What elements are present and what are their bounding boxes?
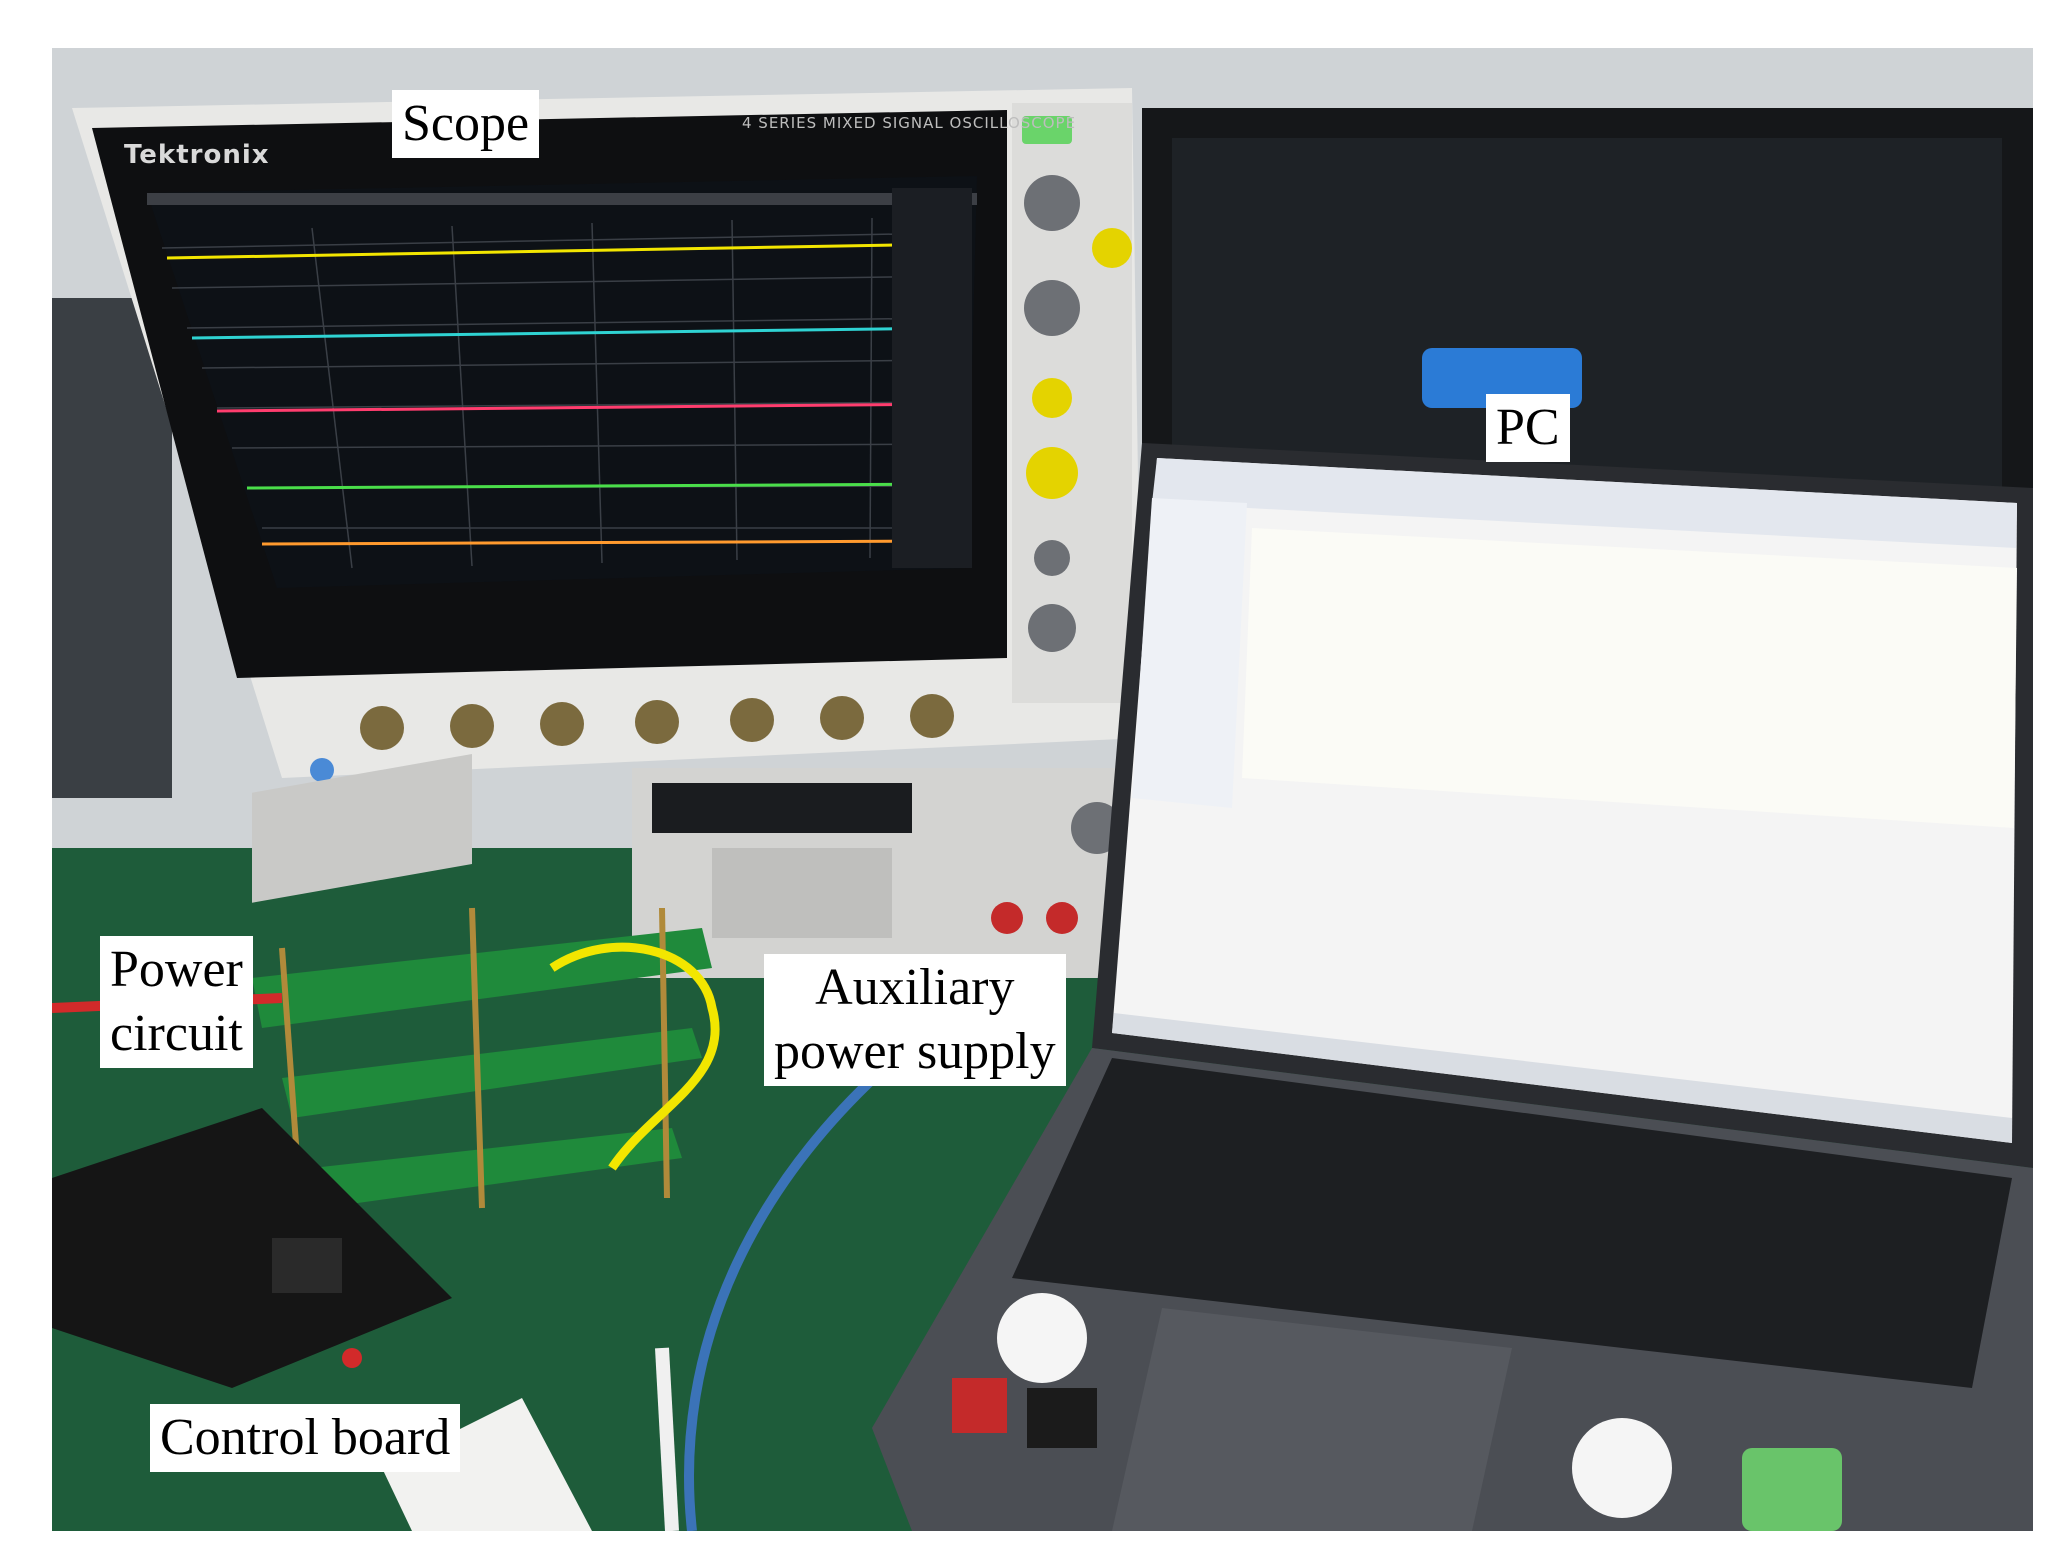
trace-ch2 (191, 326, 953, 340)
scope-screen (147, 176, 977, 588)
knob-1 (1024, 175, 1080, 231)
laptop (872, 443, 2033, 1531)
control-board-unit (52, 1108, 452, 1388)
yellow-cable (549, 942, 720, 1171)
pcb-layer-3 (312, 1128, 682, 1208)
ide-toolbar (1152, 458, 2017, 548)
label-aux-line2: power supply (774, 1023, 1056, 1080)
knob-scale (1026, 447, 1078, 499)
scope-brand-text: Tektronix (124, 140, 270, 170)
ide-file-tree (1132, 498, 1247, 808)
scope-menubar (147, 193, 977, 205)
keyboard (1012, 1058, 2012, 1388)
sticker-amd (952, 1378, 1007, 1433)
paper-note (382, 1398, 592, 1531)
panda-sticker-2 (1572, 1418, 1672, 1518)
label-scope: Scope (392, 90, 540, 158)
label-power-circuit-line2: circuit (110, 1005, 243, 1062)
white-cable (655, 1347, 679, 1531)
scope-power-button (310, 758, 334, 782)
knob-level (1092, 228, 1132, 268)
knob-2 (1024, 280, 1080, 336)
heatsink (252, 753, 472, 903)
panda-sticker-3 (1742, 1448, 1842, 1531)
sticker-rtx (1027, 1388, 1097, 1448)
pcb-layer-2 (282, 1028, 702, 1118)
lab-setup-photo (52, 48, 2033, 1531)
trace-ch4 (246, 482, 953, 490)
oscilloscope (72, 88, 1142, 782)
panda-sticker-1 (997, 1293, 1087, 1383)
trace-ch1 (166, 242, 953, 260)
knob-h-scale (1028, 604, 1076, 652)
knob-position (1032, 378, 1072, 418)
label-pc: PC (1486, 394, 1570, 462)
scope-grid (161, 217, 953, 569)
left-shelf (52, 298, 172, 798)
label-aux-line1: Auxiliary (815, 959, 1015, 1016)
windows-taskbar (1112, 1013, 2012, 1143)
trace-ch5 (261, 539, 953, 546)
knob-h-position (1034, 540, 1070, 576)
scope-side-menu (892, 188, 972, 568)
right-cabinet-inner (1172, 138, 2002, 498)
touchpad (1112, 1308, 1512, 1531)
bnc-inputs (360, 694, 954, 750)
scope-series-text: 4 SERIES MIXED SIGNAL OSCILLOSCOPE (742, 114, 1077, 132)
blue-meter (1422, 348, 1582, 408)
trace-ch3 (216, 402, 953, 413)
ide-code-area (1242, 528, 2017, 828)
run-stop-button (1022, 116, 1072, 144)
auxiliary-power-supply-unit (632, 768, 1132, 978)
label-control-board: Control board (150, 1404, 461, 1472)
label-auxiliary-power-supply: Auxiliary power supply (764, 954, 1066, 1086)
power-circuit-stack (52, 753, 720, 1229)
label-power-circuit: Power circuit (100, 936, 253, 1068)
label-power-circuit-line1: Power (110, 941, 243, 998)
blue-cable (684, 1024, 936, 1531)
